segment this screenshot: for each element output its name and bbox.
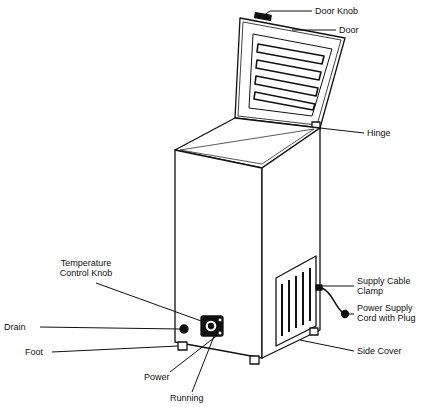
- door-knob: [255, 13, 272, 21]
- knob-center: [209, 324, 214, 329]
- part-label: Power: [144, 372, 184, 382]
- part-label: Temperature Control Knob: [50, 258, 122, 278]
- part-label: Power Supply Cord with Plug: [357, 303, 429, 323]
- part-label: Drain: [4, 322, 44, 332]
- door-slats: [254, 44, 324, 110]
- foot: [178, 342, 187, 350]
- foot: [250, 356, 259, 364]
- supply-cable-clamp: [316, 285, 322, 290]
- part-label: Side Cover: [357, 346, 417, 356]
- part-label: Door Knob: [315, 6, 385, 16]
- side-cover-vents: [282, 268, 310, 336]
- part-label: Foot: [25, 347, 55, 357]
- part-label: Hinge: [367, 128, 427, 138]
- power-cord: [322, 288, 342, 312]
- door: [235, 18, 345, 128]
- control-panel: [201, 316, 223, 336]
- leader-lines: [40, 11, 364, 392]
- part-label: Supply Cable Clamp: [357, 276, 423, 296]
- part-label: Running: [170, 393, 220, 403]
- cabinet-side: [262, 128, 320, 358]
- temperature-control-knob: [205, 320, 217, 332]
- cabinet-front: [175, 150, 262, 358]
- door-edge: [238, 22, 341, 125]
- plug: [342, 311, 349, 318]
- foot: [310, 328, 318, 335]
- drain: [180, 325, 188, 333]
- part-label: Door: [339, 25, 389, 35]
- door-liner: [249, 34, 332, 116]
